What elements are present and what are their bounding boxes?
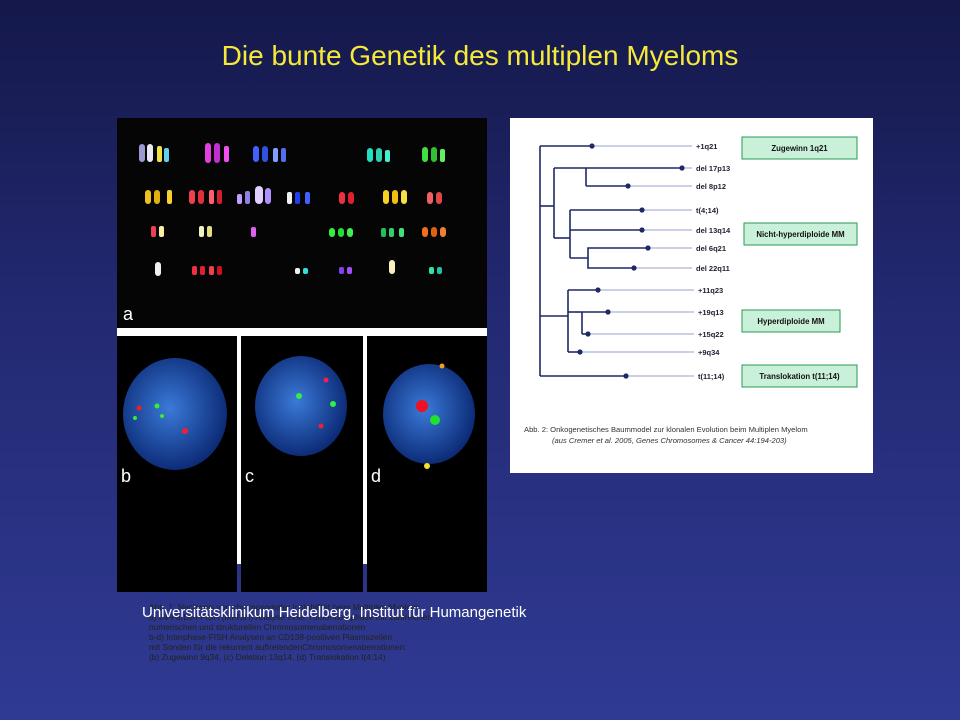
chromosome-row-4 — [155, 260, 442, 276]
figure1-caption-line: b-d) Interphase-FISH Analysen an CD138-p… — [149, 632, 392, 642]
figure2-caption-text: Abb. 2: Onkogenetisches Baummodel zur kl… — [524, 425, 808, 434]
figure1-caption-line: Abb. 1: Nachweis von chromosomaler Insta… — [149, 602, 421, 612]
chromosome-row-3 — [151, 226, 446, 237]
leaf-label: +11q23 — [698, 286, 723, 295]
figure2-caption: Abb. 2: Onkogenetisches Baummodel zur kl… — [524, 424, 808, 446]
figure1-caption-line: a) 24-Farben-FISH (MFISH) Analyse einer … — [149, 612, 432, 622]
box-label-zugewinn: Zugewinn 1q21 — [771, 144, 828, 153]
figure1-caption: Abb. 1: Nachweis von chromosomaler Insta… — [117, 596, 487, 682]
tree-branches — [539, 145, 682, 377]
leaf-label: t(4;14) — [696, 206, 719, 215]
leaf-label: del 22q11 — [696, 264, 730, 273]
karyogram-chromosomes — [139, 143, 446, 276]
slide-title: Die bunte Genetik des multiplen Myeloms — [221, 40, 739, 71]
box-label-nicht-hyperdiploid: Nicht-hyperdiploide MM — [756, 230, 844, 239]
box-zugewinn — [741, 136, 858, 160]
tree-nodes — [577, 143, 685, 379]
tree-leaf-labels: +1q21 del 17p13 del 8p12 t(4;14) del 13q… — [696, 142, 731, 381]
leaf-label: +19q13 — [698, 308, 724, 317]
panel-label-c: c — [245, 466, 254, 486]
box-translokation — [741, 364, 858, 388]
figure1-caption-line: mit Sonden für die rekurrent auftretende… — [149, 642, 407, 652]
leaf-label: del 6q21 — [696, 244, 726, 253]
oncogenetic-tree-figure: +1q21 del 17p13 del 8p12 t(4;14) del 13q… — [510, 118, 873, 473]
panel-label-b: b — [121, 466, 132, 486]
box-label-translokation: Translokation t(11;14) — [759, 372, 840, 381]
tree-diagram: +1q21 del 17p13 del 8p12 t(4;14) del 13q… — [539, 136, 858, 388]
chromosome-row-1 — [139, 143, 445, 163]
figure1-caption-line: numerischen und strukturellen Chromosome… — [149, 622, 366, 632]
box-hyperdiploid — [741, 309, 841, 333]
chromosome-row-2 — [145, 186, 442, 204]
leaf-label: del 17p13 — [696, 164, 730, 173]
leaf-label: +9q34 — [698, 348, 720, 357]
fish-figure: a b c — [117, 118, 487, 662]
box-nicht-hyperdiploid — [743, 222, 858, 246]
mfish-karyogram: a — [117, 118, 487, 328]
figure2-reference: (aus Cremer et al. 2005, Genes Chromosom… — [552, 436, 787, 445]
tree-leaf-lines — [580, 145, 694, 377]
slide-footer: Universitätsklinikum Heidelberg, Institu… — [142, 604, 527, 621]
nucleus-panel-c: c — [241, 336, 363, 592]
panel-label-d: d — [371, 466, 382, 486]
panel-label-a: a — [123, 304, 134, 324]
leaf-label: t(11;14) — [698, 372, 725, 381]
nucleus-panel-d: d — [367, 336, 487, 592]
interphase-fish-panels: b c d — [117, 336, 487, 592]
leaf-label: +1q21 — [696, 142, 717, 151]
box-label-hyperdiploid: Hyperdiploide MM — [757, 317, 824, 326]
leaf-label: +15q22 — [698, 330, 724, 339]
leaf-label: del 13q14 — [696, 226, 731, 235]
figure1-caption-line: (b) Zugewinn 9q34, (c) Deletion 13q14, (… — [149, 652, 386, 662]
nucleus-panel-b: b — [117, 336, 237, 592]
category-boxes: Zugewinn 1q21 Nicht-hyperdiploide MM Hyp… — [741, 136, 858, 388]
leaf-label: del 8p12 — [696, 182, 726, 191]
